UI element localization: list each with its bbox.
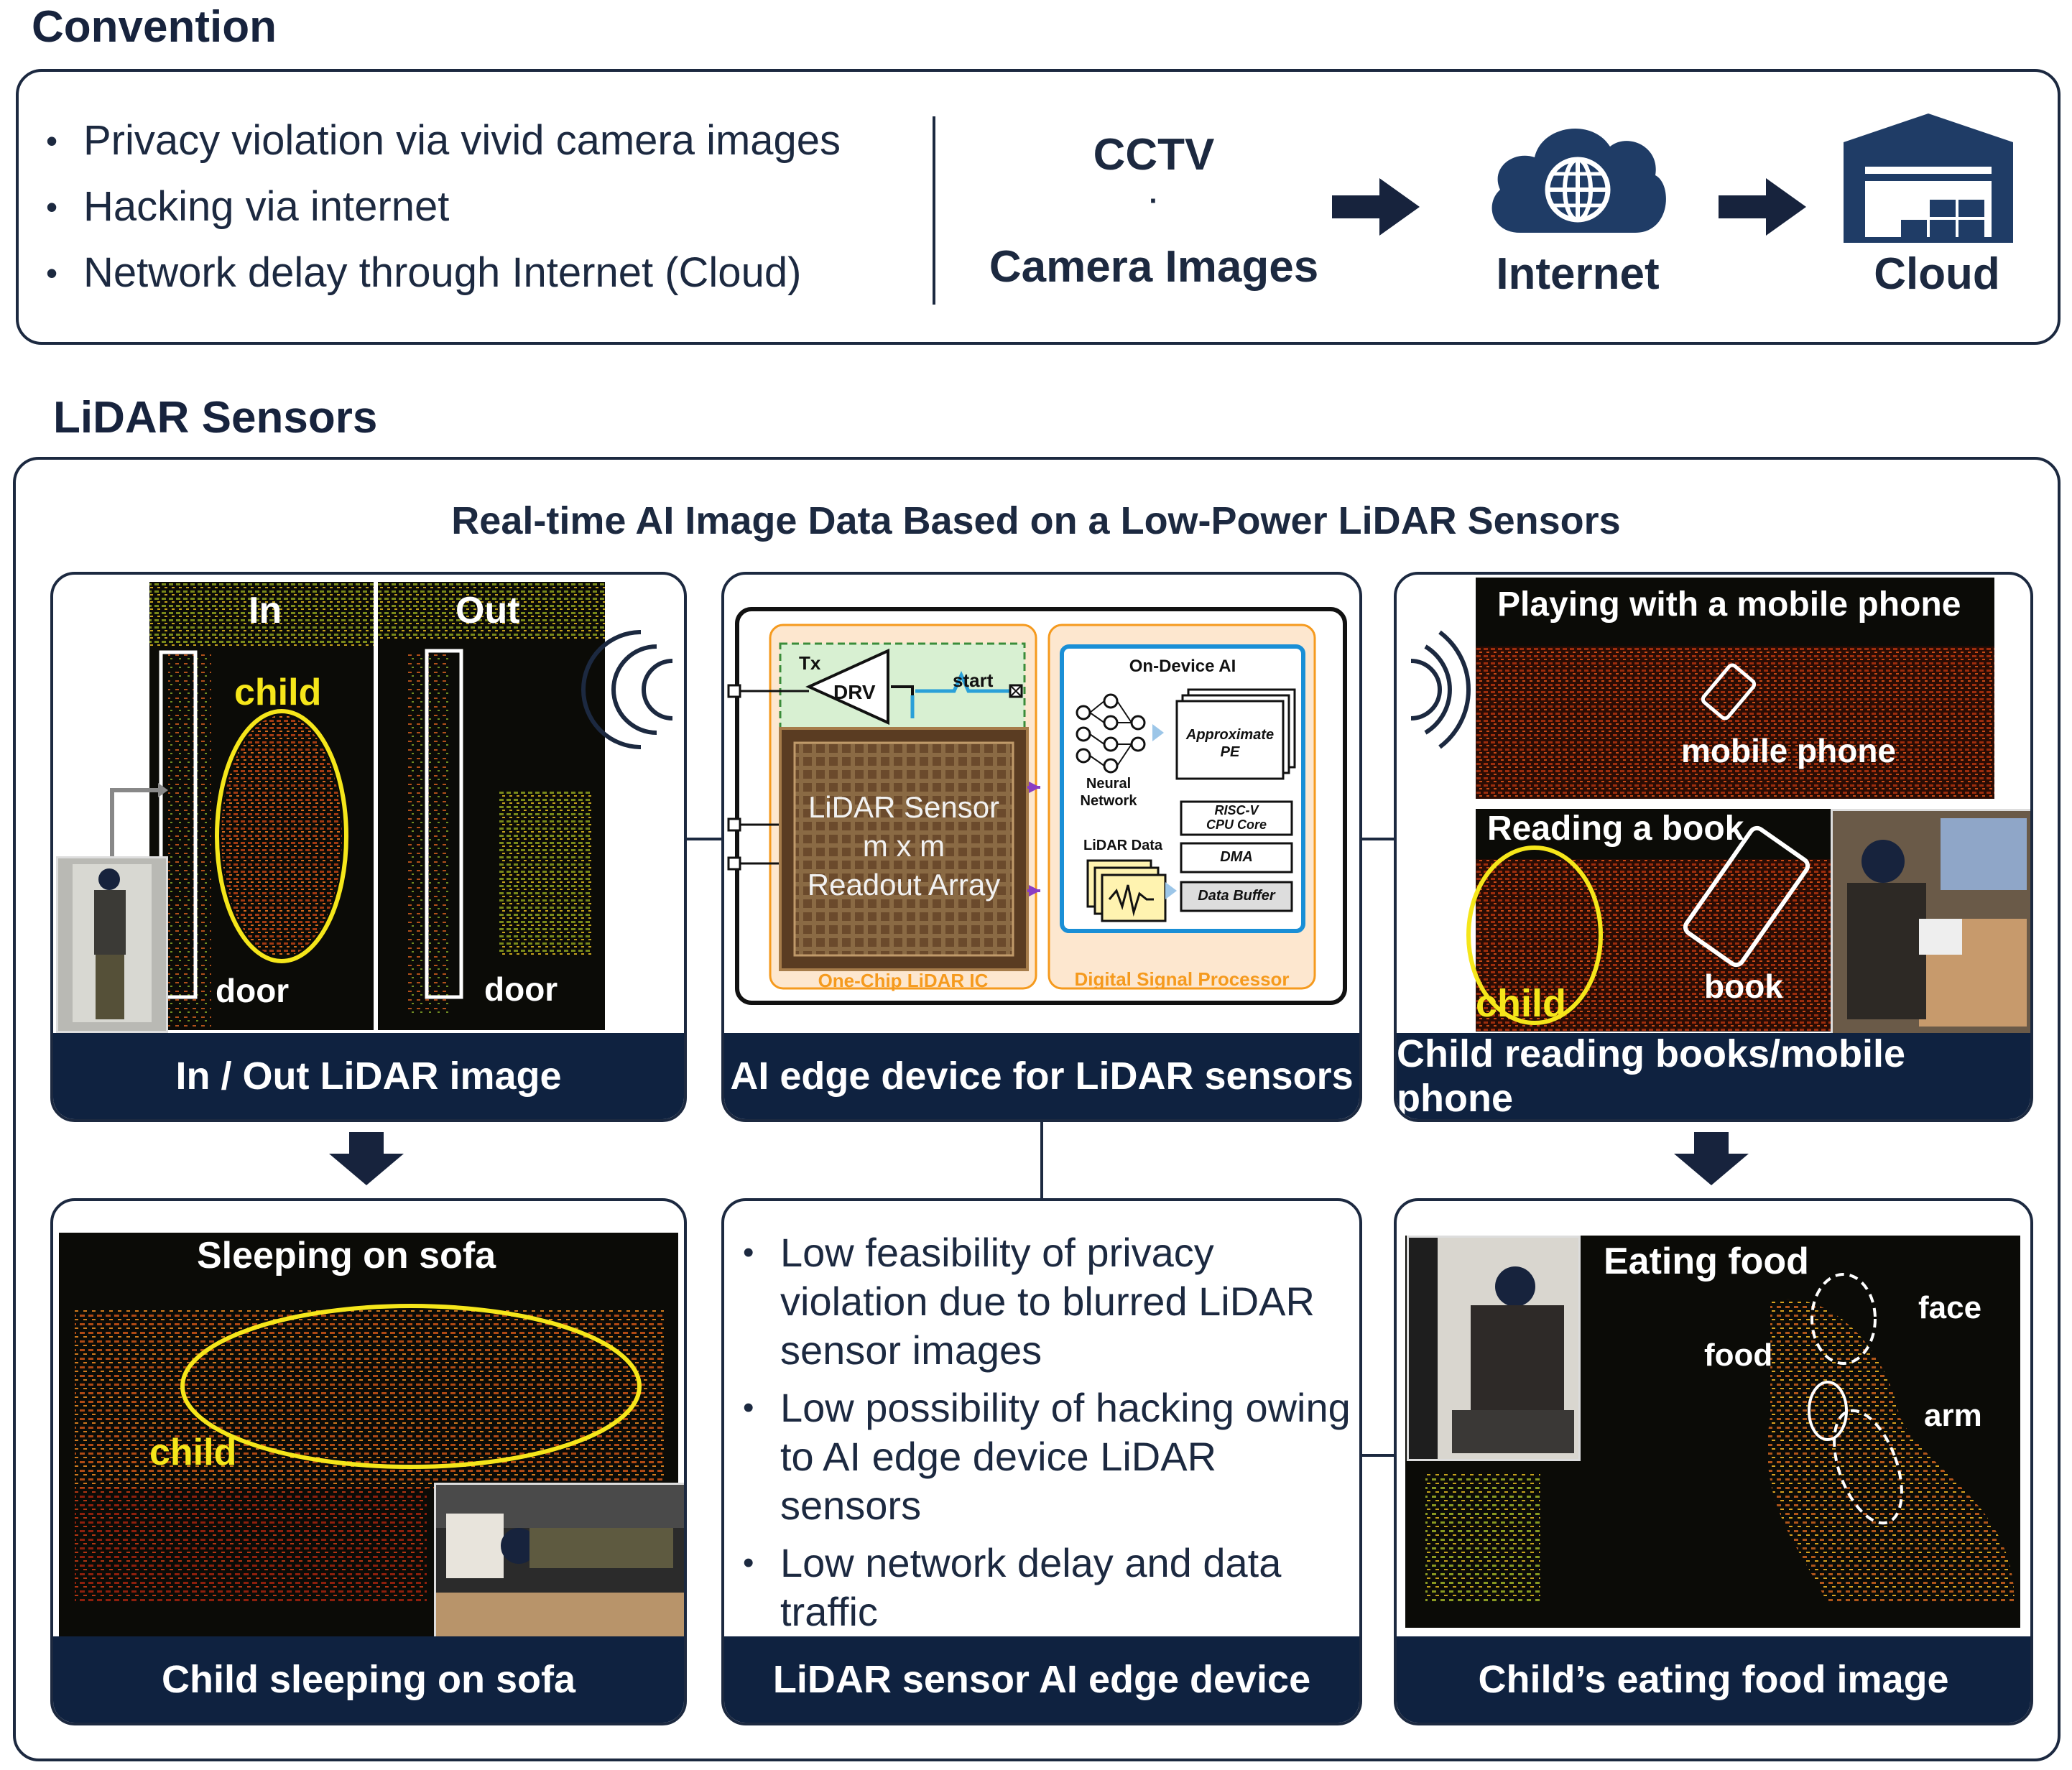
panel-sleeping: Sleeping on sofa child Child sleeping on… bbox=[50, 1198, 687, 1725]
label-door: door bbox=[484, 970, 558, 1008]
label-face: face bbox=[1918, 1290, 1982, 1325]
cloud-label: Cloud bbox=[1874, 249, 2000, 299]
label-playing: Playing with a mobile phone bbox=[1497, 585, 1961, 624]
panel-reading: Playing with a mobile phone mobile phone… bbox=[1394, 572, 2033, 1122]
label-child: child bbox=[234, 672, 322, 713]
label-book: book bbox=[1704, 968, 1783, 1005]
chip-start-label: start bbox=[953, 669, 994, 691]
sleeping-photo bbox=[434, 1483, 684, 1642]
dma-label: DMA bbox=[1220, 849, 1253, 865]
convention-bullets: Privacy violation via vivid camera image… bbox=[46, 108, 937, 306]
label-in: In bbox=[249, 590, 282, 631]
lidar-inout-image bbox=[110, 582, 673, 1030]
lidar-subtitle: Real-time AI Image Data Based on a Low-P… bbox=[451, 499, 1621, 542]
label-sleeping: Sleeping on sofa bbox=[197, 1235, 496, 1276]
network-label: Network bbox=[1080, 793, 1137, 809]
panel-eating: Eating food face food arm Child’s eating… bbox=[1394, 1198, 2033, 1725]
arrow-right-icon bbox=[1719, 178, 1806, 236]
cctv-label: CCTV bbox=[1093, 130, 1215, 180]
list-item: Hacking via internet bbox=[46, 174, 937, 240]
ondevice-ai-label: On-Device AI bbox=[1129, 657, 1236, 676]
label-arm: arm bbox=[1924, 1398, 1982, 1433]
connector-line bbox=[1040, 1122, 1043, 1198]
dsp-label: Digital Signal Processor bbox=[1074, 968, 1290, 990]
convention-box: Privacy violation via vivid camera image… bbox=[16, 69, 2061, 345]
riscv-label: RISC-V bbox=[1214, 803, 1259, 817]
eating-photo bbox=[1407, 1236, 1581, 1461]
label-eating: Eating food bbox=[1604, 1241, 1809, 1282]
approx-label: Approximate bbox=[1185, 727, 1275, 743]
arrow-down-icon bbox=[1674, 1132, 1749, 1185]
camera-images-label: Camera Images bbox=[989, 242, 1319, 292]
cpu-core-label: CPU Core bbox=[1206, 817, 1267, 832]
panel-caption: LiDAR sensor AI edge device bbox=[724, 1636, 1359, 1723]
chip-diagram bbox=[727, 607, 1347, 1005]
panel-advantages: Low feasibility of privacy violation due… bbox=[721, 1198, 1362, 1725]
connector-line bbox=[1359, 1454, 1397, 1457]
label-child: child bbox=[1476, 982, 1567, 1025]
convention-divider bbox=[933, 116, 935, 305]
cloud-globe-icon bbox=[1491, 128, 1666, 233]
label-food: food bbox=[1704, 1338, 1773, 1373]
list-item: Low network delay and data traffic bbox=[743, 1539, 1351, 1636]
pe-label: PE bbox=[1220, 744, 1240, 760]
label-mobile-phone: mobile phone bbox=[1681, 732, 1896, 769]
cctv-dot: · bbox=[1149, 185, 1159, 217]
connector-line bbox=[684, 838, 724, 840]
panel-caption: AI edge device for LiDAR sensors bbox=[724, 1033, 1359, 1119]
list-item: Privacy violation via vivid camera image… bbox=[46, 108, 937, 174]
chip-name: One-Chip LiDAR IC bbox=[818, 970, 989, 991]
internet-label: Internet bbox=[1496, 249, 1660, 299]
label-door: door bbox=[216, 972, 290, 1009]
chip-sensor-label: LiDAR Sensor bbox=[808, 790, 1000, 824]
arrow-right-icon bbox=[1332, 178, 1420, 236]
panel-caption: Child sleeping on sofa bbox=[53, 1636, 684, 1723]
cloud-warehouse-icon bbox=[1844, 113, 2013, 243]
lidar-title: LiDAR Sensors bbox=[53, 393, 378, 443]
chip-sensor-size: m x m bbox=[862, 829, 945, 863]
panel-inout: In Out child door door In / Out LiDAR im… bbox=[50, 572, 687, 1122]
panel-caption: Child reading books/mobile phone bbox=[1397, 1032, 2030, 1119]
arrow-down-icon bbox=[329, 1132, 404, 1185]
reading-photo bbox=[1831, 809, 2030, 1036]
data-buffer-label: Data Buffer bbox=[1198, 888, 1275, 904]
list-item: Network delay through Internet (Cloud) bbox=[46, 240, 937, 306]
list-item: Low feasibility of privacy violation due… bbox=[743, 1228, 1351, 1375]
convention-title: Convention bbox=[32, 2, 277, 52]
panel-caption: In / Out LiDAR image bbox=[53, 1033, 684, 1119]
chip-sensor-array: Readout Array bbox=[807, 868, 1001, 902]
label-reading: Reading a book bbox=[1487, 810, 1744, 848]
panel-edge-chip: Tx DRV start LiDAR Sensor m x m Readout … bbox=[721, 572, 1362, 1122]
lidar-reading-image bbox=[1410, 578, 1994, 1032]
panel-caption: Child’s eating food image bbox=[1397, 1636, 2030, 1723]
advantages-list: Low feasibility of privacy violation due… bbox=[743, 1228, 1351, 1645]
label-out: Out bbox=[455, 590, 520, 631]
lidar-data-label: LiDAR Data bbox=[1083, 838, 1162, 853]
connector-line bbox=[1359, 838, 1397, 840]
label-child: child bbox=[149, 1432, 237, 1473]
list-item: Low possibility of hacking owing to AI e… bbox=[743, 1384, 1351, 1530]
chip-tx-label: Tx bbox=[799, 652, 821, 674]
neural-label: Neural bbox=[1086, 776, 1132, 792]
chip-drv-label: DRV bbox=[833, 681, 876, 703]
door-photo bbox=[56, 856, 168, 1033]
